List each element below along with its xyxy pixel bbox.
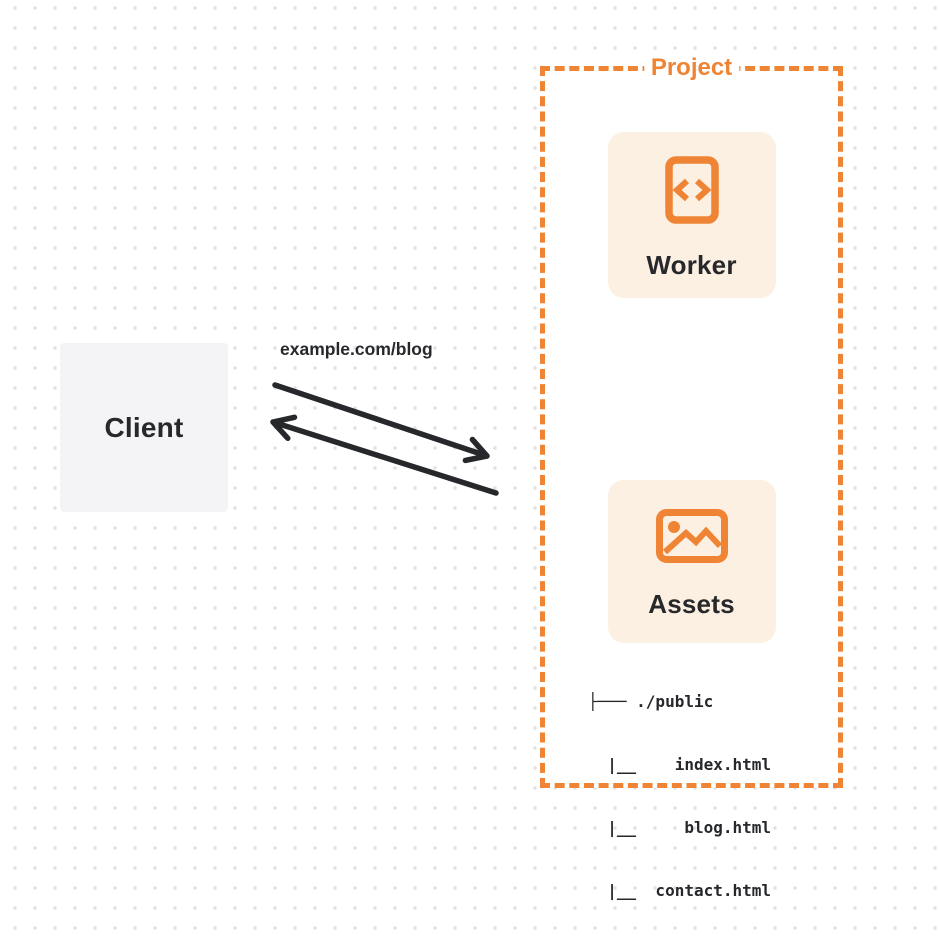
image-icon <box>655 509 728 563</box>
client-node: Client <box>60 343 228 512</box>
diagram-canvas: Client example.com/blog Project Worker <box>60 54 843 900</box>
code-file-icon <box>664 156 719 224</box>
request-response-arrows <box>270 382 499 496</box>
request-arrow <box>272 382 490 464</box>
file-tree-line: |__ contact.html <box>588 881 772 900</box>
assets-node: Assets <box>607 480 776 643</box>
client-label: Client <box>104 411 184 443</box>
assets-label: Assets <box>648 589 735 619</box>
file-tree-line: ├─── ./public <box>588 692 714 711</box>
project-label: Project <box>643 54 740 82</box>
request-url-label: example.com/blog <box>280 339 433 359</box>
project-container: Project Worker Assets <box>540 54 843 900</box>
worker-node: Worker <box>607 132 776 298</box>
file-tree-line: |__ index.html <box>588 755 772 774</box>
worker-label: Worker <box>646 250 737 280</box>
response-arrow <box>270 414 499 496</box>
file-tree-line: |__ blog.html <box>588 818 772 837</box>
assets-file-tree: ├─── ./public |__ index.html |__ blog.ht… <box>588 649 771 943</box>
